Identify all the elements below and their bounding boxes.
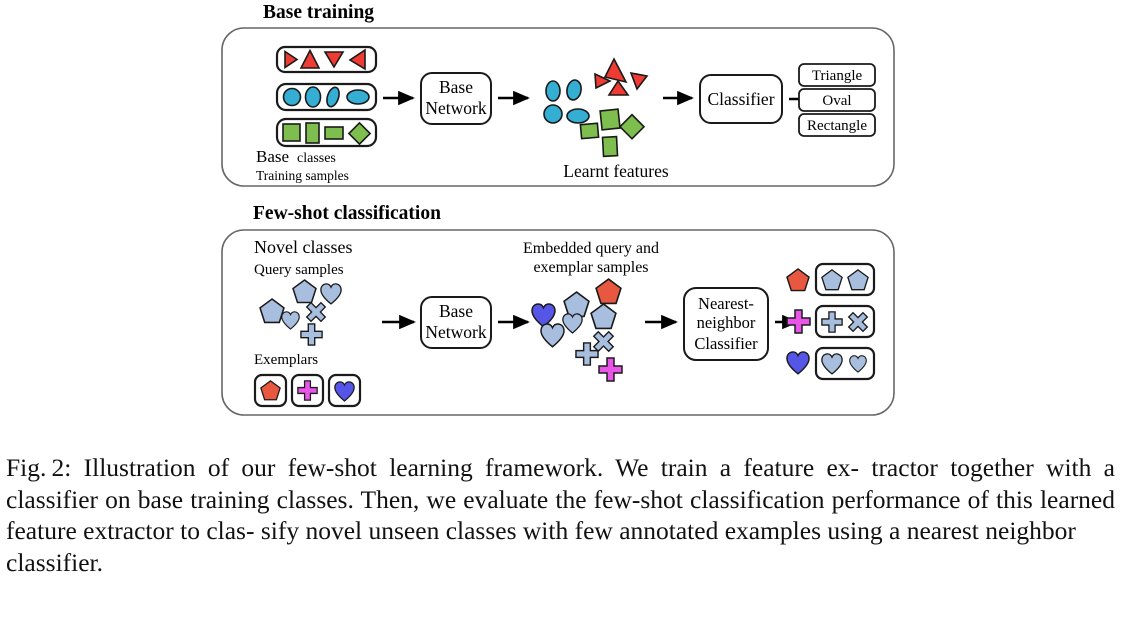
embedded-heart-exemplar — [531, 303, 556, 328]
feature-rect-2 — [579, 122, 600, 140]
figure-illustration: Base training Base class — [221, 2, 895, 416]
embedded-pentagon-exemplar — [595, 278, 622, 305]
label-query-samples: Query samples — [254, 262, 344, 278]
embedded-samples-cluster — [531, 278, 623, 382]
circle-icon — [282, 87, 302, 107]
output-rectangle: Rectangle — [798, 113, 876, 137]
caption-line-4: sify novel unseen classes with few annot… — [260, 516, 1076, 545]
base-training-container — [221, 27, 895, 187]
nearest-neighbor-classifier-box: Nearest- neighbor Classifier — [683, 287, 769, 361]
feature-rect-3 — [618, 113, 646, 140]
feature-oval-3 — [543, 104, 563, 124]
output-rectangle-label: Rectangle — [807, 118, 867, 134]
embedded-pentagon-2 — [590, 303, 617, 330]
query-heart-2 — [281, 311, 300, 330]
label-exemplars: Exemplars — [254, 352, 318, 368]
query-cross-1 — [300, 323, 323, 346]
base-network-box: Base Network — [420, 72, 492, 125]
classifier-label: Classifier — [707, 89, 774, 109]
triangle-right-icon — [284, 50, 299, 69]
feature-oval-2 — [566, 79, 582, 101]
exemplar-cross — [290, 373, 325, 408]
figure-caption: Fig. 2: Illustration of our few-shot lea… — [6, 452, 1115, 578]
feature-rect-4 — [601, 135, 619, 158]
caption-line-2: tractor together with a classifier on ba… — [6, 453, 1115, 514]
result-key-pentagon — [786, 268, 810, 292]
base-network-line2: Network — [425, 98, 486, 118]
result-row-pentagon — [786, 262, 876, 297]
few-shot-network-box-frame — [420, 296, 492, 349]
exemplar-heart — [327, 373, 362, 408]
caption-line-3: the few-shot classification performance … — [6, 484, 1115, 546]
query-samples-cluster — [259, 279, 342, 346]
result-row-cross — [786, 304, 876, 339]
nn-classifier-line2: neighbor — [697, 313, 756, 332]
few-shot-container — [221, 229, 895, 416]
triangle-up-icon — [299, 48, 321, 69]
classifier-box: Classifier — [699, 74, 783, 124]
label-training-samples: Training samples — [256, 168, 349, 183]
output-oval: Oval — [798, 88, 876, 112]
label-embedded-line1: Embedded query and — [523, 240, 659, 257]
output-triangle: Triangle — [798, 63, 876, 87]
feature-triangle-2 — [594, 72, 612, 90]
embedded-cross-exemplar — [598, 357, 623, 382]
feature-triangle-1 — [603, 57, 628, 84]
output-oval-box — [798, 88, 876, 112]
label-learnt-features: Learnt features — [563, 161, 669, 181]
base-network-line1: Base — [439, 77, 473, 97]
rect-vertical-icon — [305, 122, 320, 144]
class-row-oval — [275, 82, 378, 112]
output-oval-label: Oval — [822, 93, 851, 109]
label-embedded-line2: exemplar samples — [533, 259, 648, 276]
nn-classifier-line1: Nearest- — [698, 294, 754, 313]
rect-horizontal-icon — [324, 126, 344, 140]
triangle-left-icon — [348, 48, 366, 71]
few-shot-base-network-box: Base Network — [420, 296, 492, 349]
embedded-heart-2 — [562, 313, 583, 334]
square-icon — [282, 123, 301, 142]
panel-base-training: Base training Base class — [221, 2, 895, 187]
label-base-classes: Base — [256, 147, 289, 166]
feature-oval-1 — [545, 80, 561, 102]
result-key-cross — [786, 309, 811, 334]
learnt-features-cluster — [543, 57, 649, 158]
label-base-classes-suffix: classes — [297, 151, 336, 166]
output-triangle-box — [798, 63, 876, 87]
class-row-triangle — [275, 45, 378, 74]
panel-few-shot-classification: Few-shot classification Novel classes Qu… — [221, 203, 895, 416]
triangle-down-icon — [323, 51, 345, 69]
few-shot-network-line2: Network — [425, 322, 486, 342]
class-row-rectangle — [275, 117, 378, 148]
embedded-heart-1 — [540, 323, 565, 348]
caption-line-5: classifier. — [6, 547, 104, 577]
ellipse-vertical-icon — [304, 86, 322, 108]
ellipse-slant-icon — [326, 86, 340, 108]
query-pentagon-2 — [259, 298, 285, 324]
feature-oval-4 — [566, 108, 590, 124]
output-rectangle-box — [798, 113, 876, 137]
diamond-icon — [347, 121, 372, 146]
panel-title-base-training: Base training — [263, 2, 374, 23]
few-shot-network-line1: Base — [439, 301, 473, 321]
query-pentagon-1 — [292, 279, 317, 304]
nn-classifier-line3: Classifier — [694, 334, 758, 353]
feature-triangle-4 — [629, 71, 649, 91]
output-triangle-label: Triangle — [812, 68, 863, 84]
ellipse-horizontal-icon — [346, 89, 370, 105]
result-key-heart — [786, 351, 810, 375]
result-row-heart — [786, 346, 876, 381]
feature-triangle-3 — [607, 79, 630, 96]
caption-line-1: Fig. 2: Illustration of our few-shot lea… — [6, 453, 860, 482]
query-heart-1 — [320, 283, 342, 305]
panel-title-few-shot: Few-shot classification — [253, 203, 441, 224]
nn-classifier-box-frame — [683, 287, 769, 361]
feature-rect-1 — [599, 108, 621, 131]
classifier-box-frame — [699, 74, 783, 124]
base-network-box-frame — [420, 72, 492, 125]
label-novel-classes: Novel classes — [254, 237, 352, 257]
embedded-pentagon-1 — [563, 291, 590, 318]
exemplar-pentagon — [253, 373, 288, 408]
